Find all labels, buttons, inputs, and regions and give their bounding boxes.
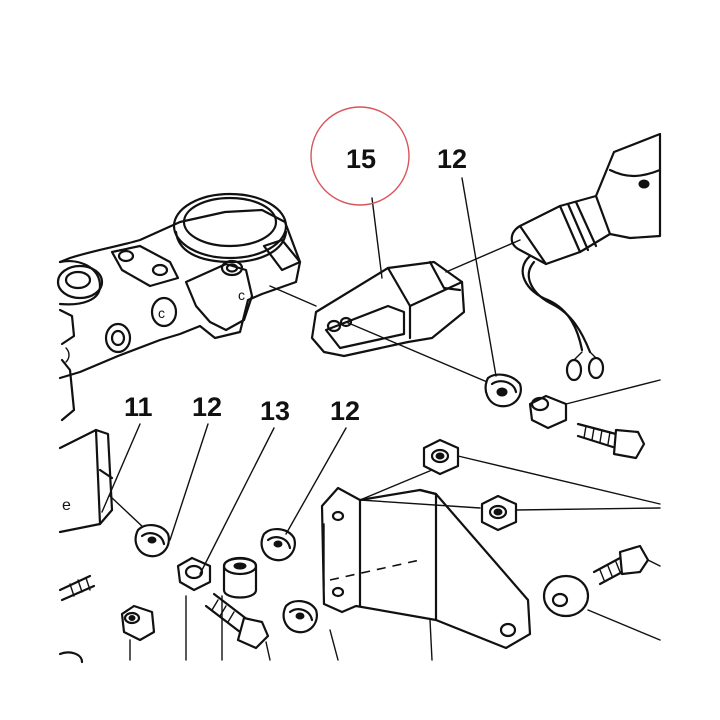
callout-labels: 15 12 11 12 13 12 [124,144,467,426]
leader-12-top [461,177,497,377]
svg-text:c: c [158,305,165,321]
leader-13 [199,427,275,575]
callout-leaders [101,177,497,575]
leader-12-mid [285,427,347,535]
callout-12-left: 12 [192,392,222,422]
leader-11 [101,423,141,513]
lower-left-hardware: e [58,428,433,664]
callout-11: 11 [124,392,153,422]
turn-signal-assembly [510,132,662,382]
leader-12-left [169,423,209,541]
handlebar-clamp-assembly: c c [56,192,317,422]
svg-text:e: e [62,497,71,514]
highlight-circle [310,106,410,206]
callout-12-mid: 12 [330,396,360,426]
callout-15: 15 [346,144,376,174]
callout-12-top: 12 [437,144,467,174]
callout-13: 13 [260,396,290,426]
leader-15 [371,197,383,279]
switch-housing-part-15 [310,239,521,391]
grommet-and-bolt-right [484,373,661,460]
svg-text:c: c [238,287,245,303]
mounting-bracket [320,438,661,650]
